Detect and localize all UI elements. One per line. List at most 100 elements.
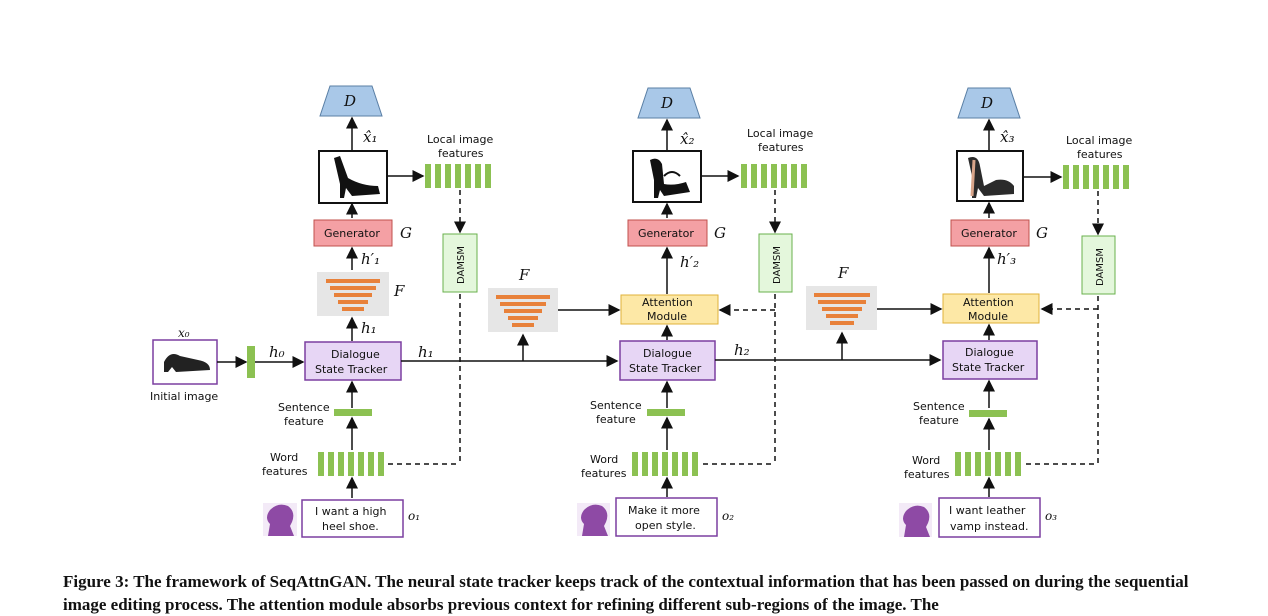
tracker-label-1b: State Tracker xyxy=(315,363,388,376)
utterance-1b: heel shoe. xyxy=(322,520,379,533)
hprime-3: h′₃ xyxy=(997,250,1016,268)
utterance-3a: I want leather xyxy=(949,504,1026,517)
dialogue-tracker-3 xyxy=(942,340,1038,380)
h2-label-horizontal: h₂ xyxy=(734,341,750,359)
tracker-label-3b: State Tracker xyxy=(952,361,1025,374)
local-features-label-2a: Local image xyxy=(747,127,814,140)
tracker-label-1a: Dialogue xyxy=(331,348,380,361)
utterance-3b: vamp instead. xyxy=(950,520,1029,533)
sentence-label-2b: feature xyxy=(596,413,636,426)
initial-feature-bar xyxy=(247,346,255,378)
tracker-label-3a: Dialogue xyxy=(965,346,1014,359)
local-feature-bars-3 xyxy=(1063,165,1129,189)
word-label-3b: features xyxy=(904,468,950,481)
stage-2: F D x̂₂ Local image features xyxy=(488,87,814,537)
generator-box-3 xyxy=(950,219,1030,247)
hprime-1: h′₁ xyxy=(361,250,380,268)
utterance-box-3 xyxy=(938,497,1041,538)
local-features-label-3b: features xyxy=(1077,148,1123,161)
initial-shoe-image xyxy=(164,354,210,372)
damsm-box-1 xyxy=(442,233,478,293)
local-features-label-1b: features xyxy=(438,147,484,160)
utterance-1a: I want a high xyxy=(315,505,387,518)
initial-image-label: Initial image xyxy=(150,390,218,403)
sentence-label-3a: Sentence xyxy=(913,400,965,413)
damsm-label-2: DAMSM xyxy=(772,246,783,284)
xhat-2: x̂₂ xyxy=(680,130,694,148)
generator-box-2 xyxy=(627,219,708,247)
local-features-label-1a: Local image xyxy=(427,133,494,146)
user-avatar-1 xyxy=(263,503,297,536)
attention-label-3a: Attention xyxy=(963,296,1014,309)
utterance-box-2 xyxy=(615,497,718,537)
word-label-1a: Word xyxy=(270,451,298,464)
xhat-1: x̂₁ xyxy=(363,128,377,146)
dialogue-tracker-2 xyxy=(619,340,716,381)
framework-diagram: x₀ Initial image h₀ D x̂₁ Local image fe… xyxy=(150,85,1133,538)
user-avatar-3 xyxy=(899,503,932,537)
sentence-feature-bar-3 xyxy=(969,410,1007,417)
figure-caption: Figure 3: The framework of SeqAttnGAN. T… xyxy=(63,570,1223,616)
sentence-feature-bar-2 xyxy=(647,409,685,416)
sentence-label-2a: Sentence xyxy=(590,399,642,412)
fusion-label-3: F xyxy=(837,264,849,282)
discriminator-2 xyxy=(637,87,701,119)
fusion-bars-1 xyxy=(326,279,380,311)
word-feature-bars-1 xyxy=(318,452,384,476)
fusion-label-2: F xyxy=(518,266,530,284)
damsm-label-1: DAMSM xyxy=(456,246,467,284)
shoe-image-1 xyxy=(334,156,380,198)
attention-label-2b: Module xyxy=(647,310,687,323)
h1-label-up: h₁ xyxy=(361,319,377,337)
sentence-label-3b: feature xyxy=(919,414,959,427)
word-label-2b: features xyxy=(581,467,627,480)
fusion-bars-2 xyxy=(496,295,550,327)
word-feature-bars-3 xyxy=(955,452,1021,476)
h1-label-horizontal: h₁ xyxy=(418,343,434,361)
local-features-label-2b: features xyxy=(758,141,804,154)
sentence-feature-bar-1 xyxy=(334,409,372,416)
discriminator-1 xyxy=(319,85,383,117)
fusion-label-1: F xyxy=(393,282,405,300)
utterance-box-1 xyxy=(301,499,404,538)
damsm-box-3 xyxy=(1081,235,1116,295)
discriminator-label-2: D xyxy=(660,94,673,112)
attention-module-2 xyxy=(620,294,719,325)
sentence-label-1b: feature xyxy=(284,415,324,428)
stage-1: D x̂₁ Local image features DAMSM Generat… xyxy=(262,85,494,538)
discriminator-label-3: D xyxy=(980,94,993,112)
x0-label: x₀ xyxy=(178,326,190,340)
attention-label-2a: Attention xyxy=(642,296,693,309)
h0-label: h₀ xyxy=(269,343,285,361)
caption-text: The framework of SeqAttnGAN. The neural … xyxy=(63,572,1189,614)
discriminator-3 xyxy=(957,87,1021,119)
user-avatar-2 xyxy=(577,503,610,536)
fusion-bars-3 xyxy=(814,293,870,325)
sentence-label-1a: Sentence xyxy=(278,401,330,414)
xhat-3: x̂₃ xyxy=(1000,128,1014,146)
o3-label: o₃ xyxy=(1045,509,1057,523)
utterance-2b: open style. xyxy=(635,519,696,532)
discriminator-label-1: D xyxy=(343,92,356,110)
generator-label-3: Generator xyxy=(961,227,1017,240)
local-feature-bars-1 xyxy=(425,164,491,188)
tracker-label-2a: Dialogue xyxy=(643,347,692,360)
stage-3: F D x̂₃ Local image features xyxy=(806,87,1133,538)
attention-label-3b: Module xyxy=(968,310,1008,323)
damsm-box-2 xyxy=(758,233,793,293)
attention-module-3 xyxy=(942,293,1040,324)
generator-var-3: G xyxy=(1036,224,1048,242)
shoe-image-3 xyxy=(968,157,1014,198)
generator-label-2: Generator xyxy=(638,227,694,240)
shoe-image-2 xyxy=(650,158,690,198)
hprime-2: h′₂ xyxy=(680,253,699,271)
local-feature-bars-2 xyxy=(741,164,807,188)
generator-box-1 xyxy=(313,219,393,247)
damsm-label-3: DAMSM xyxy=(1095,248,1106,286)
o1-label: o₁ xyxy=(408,509,420,523)
local-features-label-3a: Local image xyxy=(1066,134,1133,147)
tracker-label-2b: State Tracker xyxy=(629,362,702,375)
word-label-2a: Word xyxy=(590,453,618,466)
figure-label: Figure 3: xyxy=(63,572,130,591)
word-feature-bars-2 xyxy=(632,452,698,476)
